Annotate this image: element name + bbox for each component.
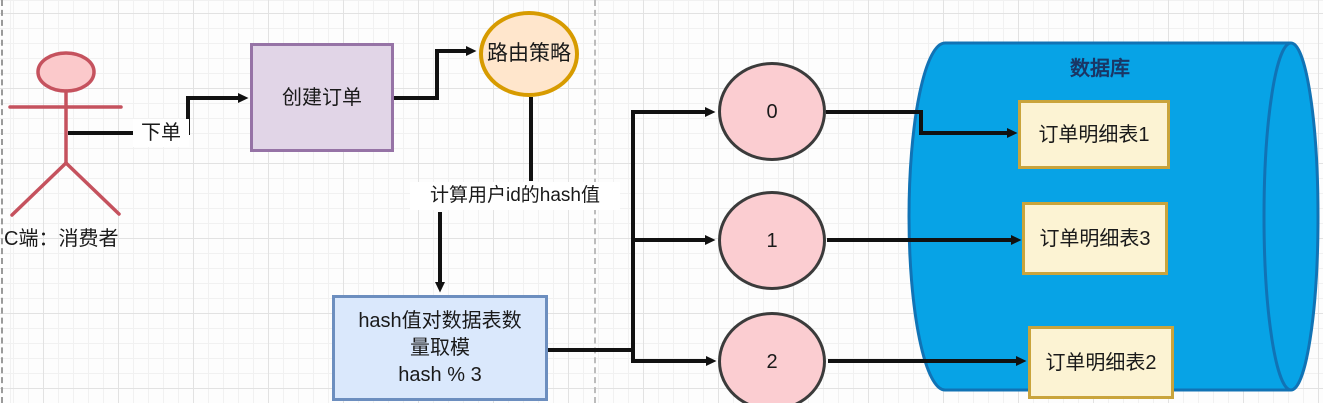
edge-label-compute-hash: 计算用户id的hash值: [410, 182, 620, 210]
hash-mod-node: hash值对数据表数 量取模 hash % 3: [332, 295, 548, 401]
edge-trunk-to-shard2: [631, 350, 717, 366]
stick-figure-leg-left: [10, 161, 68, 217]
shard-node-1: 1: [718, 191, 826, 290]
hash-mod-line2: 量取模: [410, 336, 470, 359]
edge-actor-to-create-order: [68, 93, 249, 135]
shard-node-2: 2: [718, 312, 826, 403]
edge-label-place-order: 下单: [133, 119, 189, 147]
routing-strategy-node: 路由策略: [479, 11, 579, 97]
edge-create-order-to-routing: [394, 46, 477, 100]
cylinder-cap-arc: [1262, 41, 1292, 392]
database-title: 数据库: [1070, 58, 1130, 80]
consumer-stick-figure: [8, 51, 123, 217]
order-table-1: 订单明细表1: [1018, 100, 1170, 169]
shard-node-0: 0: [718, 62, 826, 161]
hash-mod-line3: hash % 3: [398, 363, 482, 386]
stick-figure-head: [36, 51, 96, 93]
edge-trunk-to-shard0: [631, 107, 716, 350]
edge-shard0-to-table1: [826, 110, 1018, 138]
order-table-2: 订单明细表2: [1028, 326, 1174, 399]
create-order-node: 创建订单: [250, 43, 394, 152]
hash-mod-line1: hash值对数据表数: [358, 309, 522, 332]
stick-figure-leg-right: [64, 161, 121, 216]
consumer-label: C端：消费者: [4, 228, 119, 250]
order-table-3: 订单明细表3: [1022, 202, 1168, 275]
page-boundary-left: [1, 0, 3, 403]
